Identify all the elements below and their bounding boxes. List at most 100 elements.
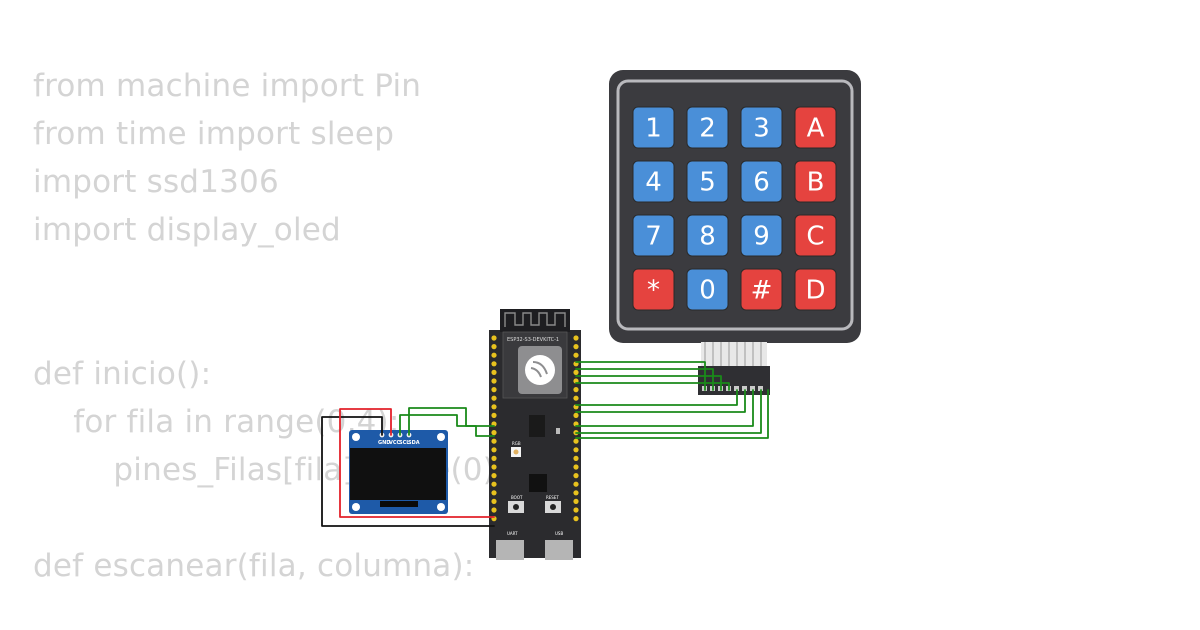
header-pin[interactable]: [491, 352, 497, 358]
header-pin[interactable]: [573, 344, 579, 350]
key-2[interactable]: 2: [686, 106, 729, 149]
key-6[interactable]: 6: [740, 160, 783, 203]
oled-screen: [350, 448, 446, 500]
header-pin[interactable]: [491, 438, 497, 444]
header-pin[interactable]: [491, 507, 497, 513]
key-8[interactable]: 8: [686, 214, 729, 257]
key-label: 5: [699, 168, 716, 198]
header-pin[interactable]: [491, 344, 497, 350]
header-pin[interactable]: [573, 507, 579, 513]
left-pin-header: [491, 335, 497, 522]
wires: [321, 361, 769, 527]
header-pin[interactable]: [491, 498, 497, 504]
key-label: 8: [699, 222, 716, 252]
key-A[interactable]: A: [794, 106, 837, 149]
header-pin[interactable]: [491, 361, 497, 367]
antenna: [500, 309, 570, 332]
key-9[interactable]: 9: [740, 214, 783, 257]
keypad-frame: [616, 79, 854, 331]
header-pin[interactable]: [491, 473, 497, 479]
key-C[interactable]: C: [794, 214, 837, 257]
wire-vcc: [339, 408, 495, 518]
oled-display[interactable]: GND VCC SCL SDA: [349, 430, 448, 514]
key-label: #: [751, 276, 773, 306]
header-pin[interactable]: [573, 395, 579, 401]
key-label: 4: [645, 168, 662, 198]
header-pin[interactable]: [573, 387, 579, 393]
header-pin[interactable]: [491, 335, 497, 341]
header-pin[interactable]: [491, 490, 497, 496]
header-pin[interactable]: [573, 369, 579, 375]
key-*[interactable]: *: [632, 268, 675, 311]
oled-pin-sda: SDA: [408, 440, 420, 446]
key-7[interactable]: 7: [632, 214, 675, 257]
header-pin[interactable]: [491, 378, 497, 384]
header-pin[interactable]: [491, 395, 497, 401]
code-line: from time import sleep: [33, 116, 395, 152]
usb-port[interactable]: [545, 540, 573, 560]
header-pin[interactable]: [491, 387, 497, 393]
key-label: 1: [645, 114, 662, 144]
uart-port[interactable]: [496, 540, 524, 560]
wire-gnd: [321, 416, 495, 527]
key-background: [632, 214, 675, 257]
oled-pin-scl: SCL: [399, 440, 410, 446]
header-pin[interactable]: [491, 404, 497, 410]
header-pin[interactable]: [491, 464, 497, 470]
header-pin[interactable]: [573, 473, 579, 479]
key-4[interactable]: 4: [632, 160, 675, 203]
key-background: [740, 106, 783, 149]
header-pin[interactable]: [491, 369, 497, 375]
header-pin[interactable]: [573, 455, 579, 461]
usb-chip: [529, 415, 545, 437]
key-label: *: [647, 276, 660, 306]
esp32-board[interactable]: ESP32-S3-DEVKITC-1 RGB BOOT RESET UART U…: [489, 309, 581, 560]
key-background: [632, 160, 675, 203]
key-background: [794, 160, 837, 203]
header-pin[interactable]: [491, 481, 497, 487]
key-D[interactable]: D: [794, 268, 837, 311]
espressif-logo-icon: [525, 355, 555, 385]
key-#[interactable]: #: [740, 268, 783, 311]
header-pin[interactable]: [573, 464, 579, 470]
board-title: ESP32-S3-DEVKITC-1: [507, 337, 559, 343]
key-3[interactable]: 3: [740, 106, 783, 149]
header-pin[interactable]: [573, 481, 579, 487]
key-background: [740, 214, 783, 257]
header-pin[interactable]: [573, 438, 579, 444]
key-label: B: [807, 168, 825, 198]
key-1[interactable]: 1: [632, 106, 675, 149]
key-label: 6: [753, 168, 770, 198]
header-pin[interactable]: [491, 412, 497, 418]
key-background: [686, 214, 729, 257]
key-label: 2: [699, 114, 716, 144]
header-pin[interactable]: [573, 352, 579, 358]
main-chip: [529, 474, 547, 492]
boot-label: BOOT: [511, 495, 523, 500]
key-label: C: [806, 222, 824, 252]
key-label: 3: [753, 114, 770, 144]
header-pin[interactable]: [491, 455, 497, 461]
keypad-ribbon: [698, 342, 770, 395]
key-0[interactable]: 0: [686, 268, 729, 311]
wire-sda: [408, 407, 495, 436]
header-pin[interactable]: [491, 430, 497, 436]
header-pin[interactable]: [573, 335, 579, 341]
header-pin[interactable]: [573, 490, 579, 496]
key-background: [686, 106, 729, 149]
header-pin[interactable]: [573, 447, 579, 453]
header-pin[interactable]: [573, 516, 579, 522]
usb-label: USB: [555, 531, 563, 536]
key-label: D: [805, 276, 825, 306]
header-pin[interactable]: [573, 498, 579, 504]
code-line: import ssd1306: [33, 164, 279, 200]
header-pin[interactable]: [573, 412, 579, 418]
right-pin-header: [573, 335, 579, 522]
key-B[interactable]: B: [794, 160, 837, 203]
header-pin[interactable]: [491, 447, 497, 453]
key-5[interactable]: 5: [686, 160, 729, 203]
